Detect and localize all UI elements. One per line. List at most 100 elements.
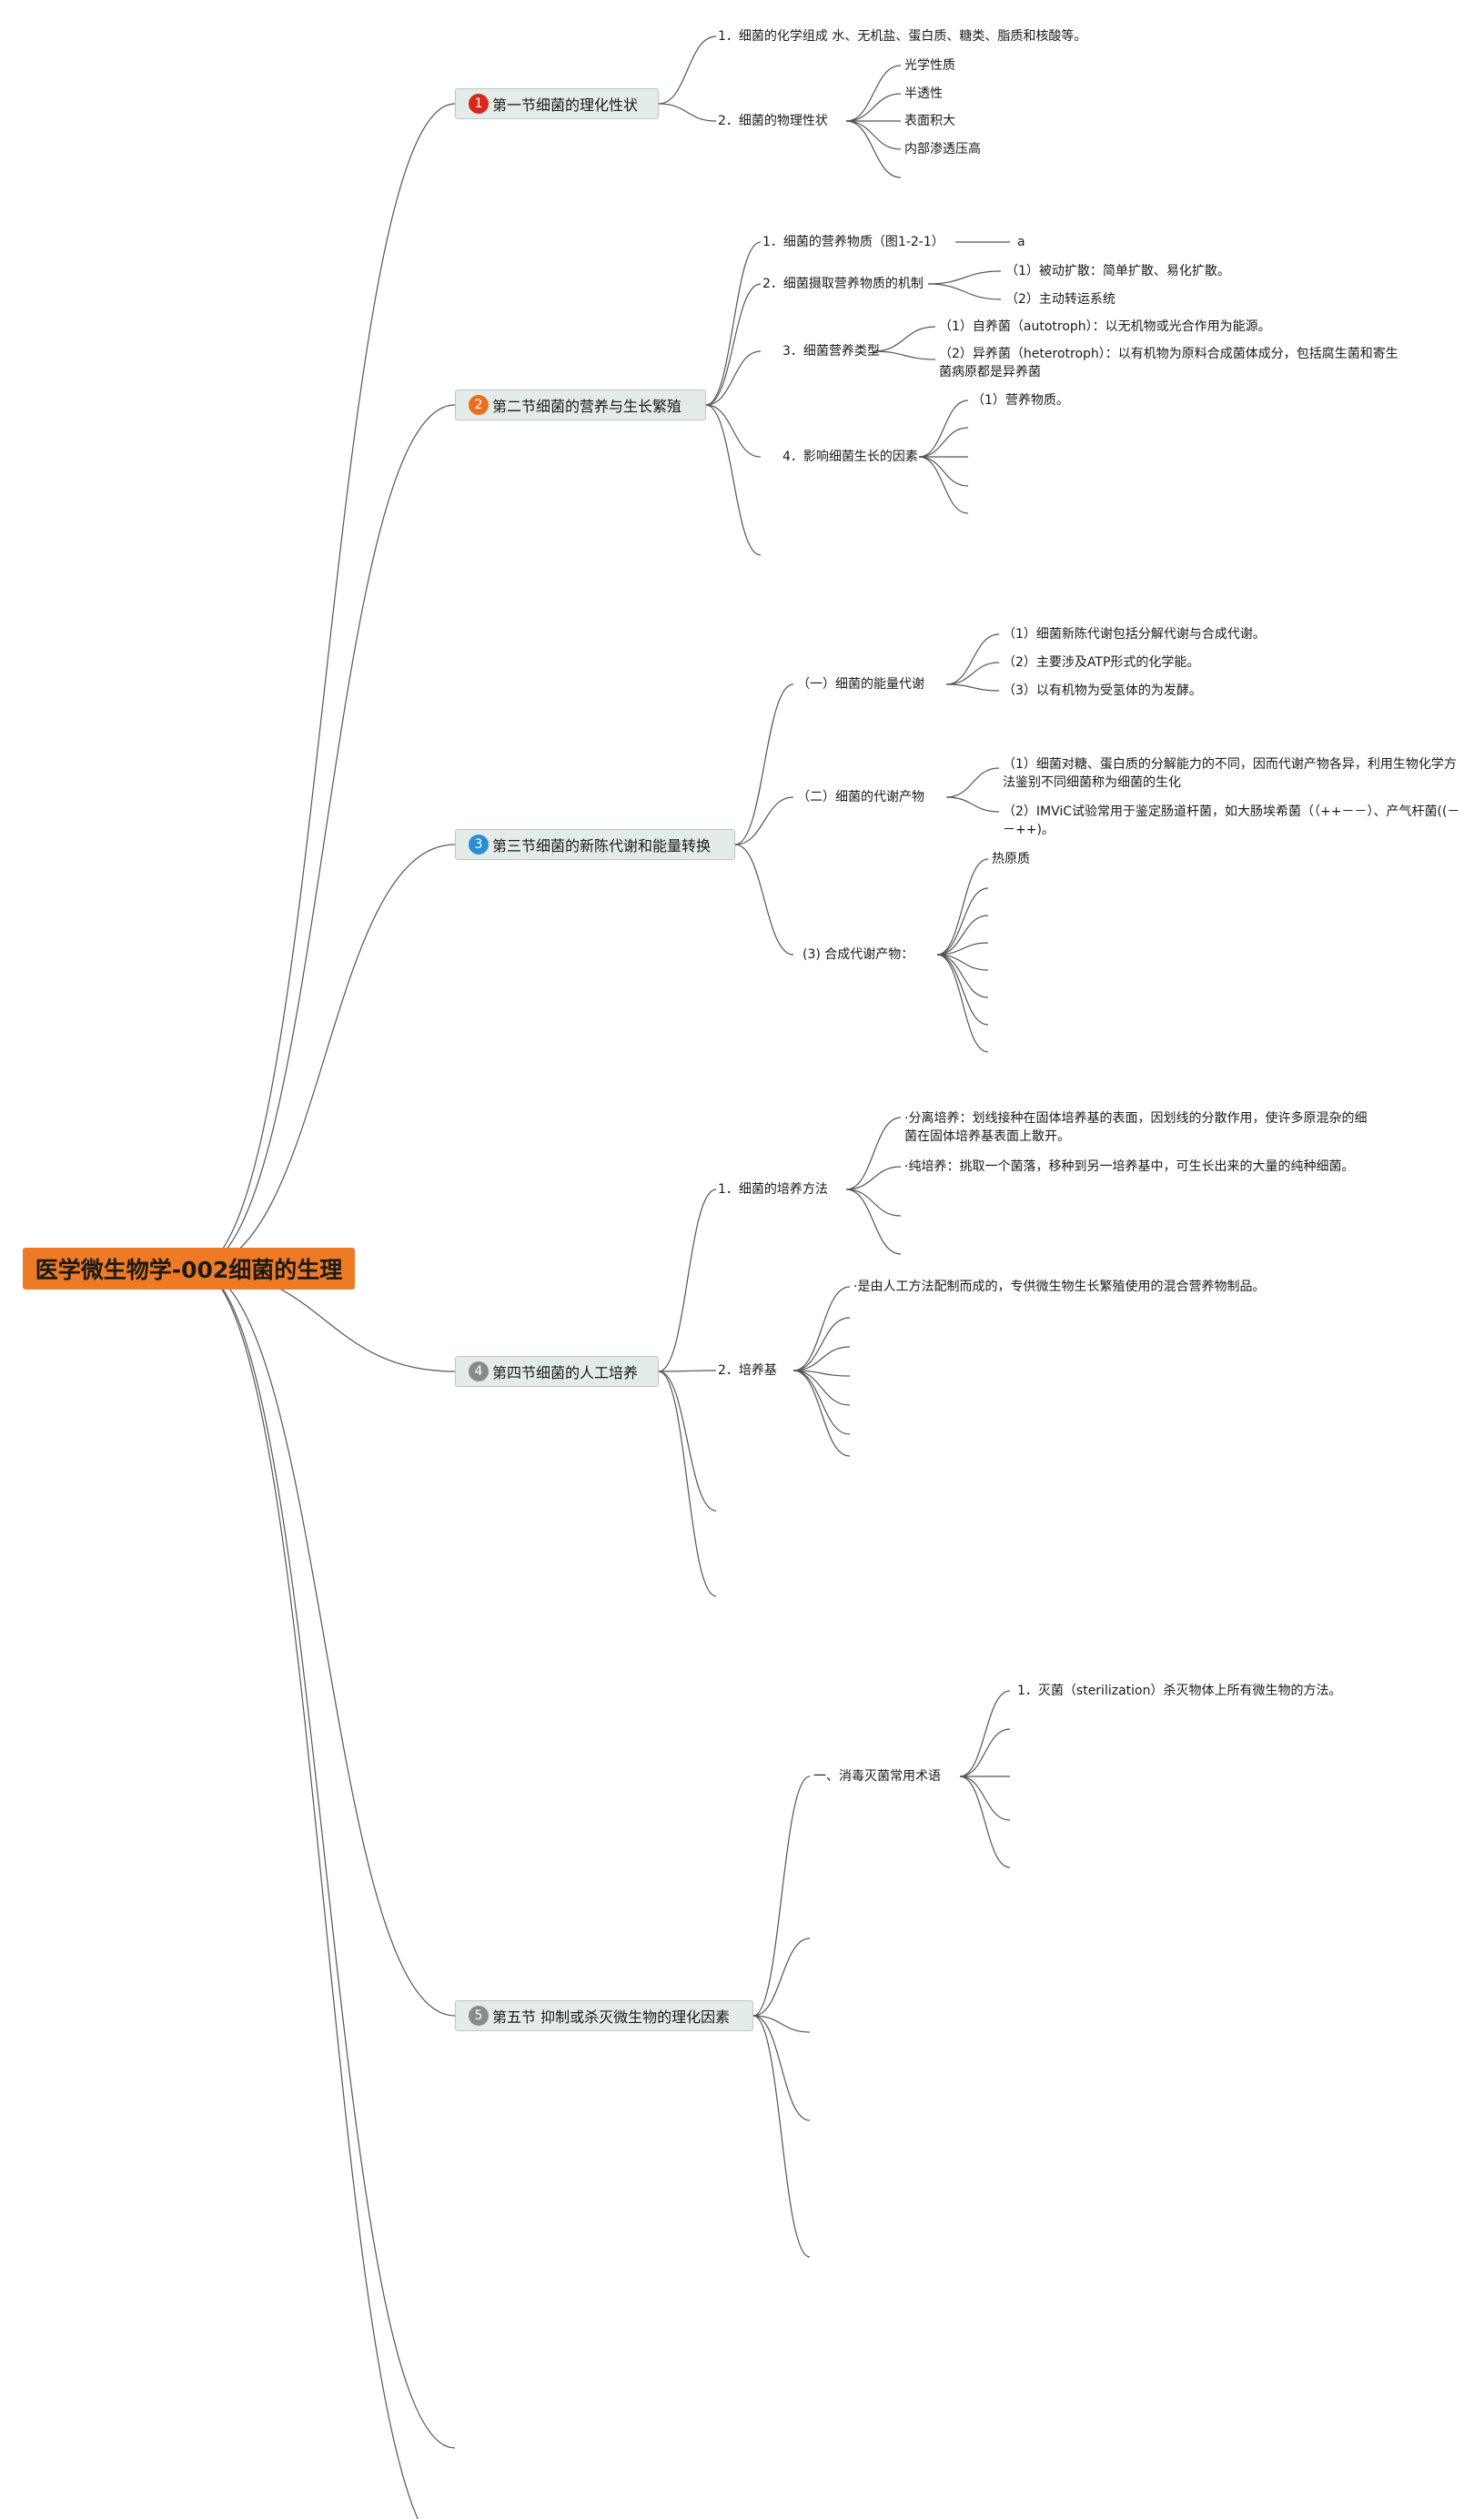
connector-line <box>752 2015 811 2121</box>
connector-line <box>705 283 762 406</box>
s4-medium-item[interactable]: ·是由人工方法配制而成的，专供微生物生长繁殖使用的混合营养物制品。 <box>853 1280 1266 1294</box>
s1-chemical-composition[interactable]: 1．细菌的化学组成 水、无机盐、蛋白质、糖类、脂质和核酸等。 <box>718 29 1087 44</box>
connector-line <box>945 796 1000 813</box>
connector-line <box>873 326 936 352</box>
connector-line <box>945 633 1000 685</box>
connector-line <box>936 954 989 1053</box>
s4-method-item[interactable]: ·分离培养：划线接种在固体培养基的表面，因划线的分散作用，使许多原混杂的细菌在固… <box>904 1111 1368 1144</box>
s3-energy-item[interactable]: （1）细菌新陈代谢包括分解代谢与合成代谢。 <box>1003 627 1266 642</box>
s4-culture-medium[interactable]: 2．培养基 <box>718 1363 777 1378</box>
connector-line <box>845 120 902 178</box>
connector-line <box>959 1775 1011 1821</box>
connector-line <box>845 65 902 122</box>
s1-phys-item[interactable]: 光学性质 <box>904 58 955 73</box>
connector-line <box>705 350 762 406</box>
s3-product-item[interactable]: （1）细菌对糖、蛋白质的分解能力的不同，因而代谢产物各异，利用生物化学方法鉴别不… <box>1003 757 1457 790</box>
connector-line <box>945 683 1000 692</box>
section-title: 第四节细菌的人工培养 <box>492 1364 639 1381</box>
connector-line <box>845 1189 902 1255</box>
s3-synthesis-products[interactable]: (3) 合成代谢产物： <box>803 947 914 962</box>
s2-nutrition-types[interactable]: 3．细菌营养类型 <box>782 344 880 359</box>
connector-line <box>918 427 969 458</box>
s1-phys-item[interactable]: 内部渗透压高 <box>904 142 981 157</box>
connector-line <box>845 93 902 122</box>
section-3-topic[interactable]: 3 第三节细菌的新陈代谢和能量转换 <box>455 829 735 860</box>
section-title: 第一节细菌的理化性状 <box>492 96 639 114</box>
number-5-icon: 5 <box>469 2006 489 2026</box>
s3-product-item[interactable]: （2）IMViC试验常用于鉴定肠道杆菌，如大肠埃希菌（（++－－）、产气杆菌((… <box>1003 804 1460 837</box>
connector-line <box>927 283 1002 300</box>
connector-line <box>792 1370 851 1457</box>
s2-mech-item[interactable]: （1）被动扩散：简单扩散、易化扩散。 <box>1005 264 1230 278</box>
s2-nutrients[interactable]: 1．细菌的营养物质（图1-2-1） <box>762 235 944 249</box>
connector-line <box>927 270 1002 285</box>
connector-line <box>194 1268 419 2519</box>
section-2-topic[interactable]: 2 第二节细菌的营养与生长繁殖 <box>455 389 706 420</box>
connector-line <box>792 1317 851 1371</box>
connector-line <box>194 1268 456 2449</box>
s4-method-item[interactable]: ·纯培养：挑取一个菌落，移种到另一培养基中，可生长出来的大量的纯种细菌。 <box>904 1159 1355 1174</box>
connector-line <box>658 1189 717 1372</box>
connector-line <box>959 1728 1011 1777</box>
connector-line <box>936 954 989 1026</box>
s2-mech-item[interactable]: （2）主动转运系统 <box>1005 292 1116 307</box>
s2-factor-item[interactable]: （1）营养物质。 <box>972 393 1069 408</box>
s1-physical-properties[interactable]: 2．细菌的物理性状 <box>718 114 828 128</box>
s5-term-item[interactable]: 1．灭菌（sterilization）杀灭物体上所有微生物的方法。 <box>1017 1684 1342 1698</box>
number-3-icon: 3 <box>469 835 489 855</box>
section-title: 第三节细菌的新陈代谢和能量转换 <box>492 837 712 855</box>
s2-type-item[interactable]: （1）自养菌（autotroph）：以无机物或光合作用为能源。 <box>939 319 1271 334</box>
connector-line <box>194 103 456 1270</box>
connector-line <box>792 1370 851 1406</box>
connector-line <box>918 456 969 514</box>
s3-energy-metabolism[interactable]: （一）细菌的能量代谢 <box>797 677 924 692</box>
section-5-topic[interactable]: 5 第五节 抑制或杀灭微生物的理化因素 <box>455 2000 753 2031</box>
section-title: 第二节细菌的营养与生长繁殖 <box>492 398 682 415</box>
connector-line <box>705 404 762 458</box>
s1-phys-item[interactable]: 表面积大 <box>904 114 955 128</box>
connector-line <box>658 35 717 105</box>
connector-line <box>194 404 456 1270</box>
section-4-topic[interactable]: 4 第四节细菌的人工培养 <box>455 1356 659 1387</box>
connector-line <box>734 683 794 845</box>
s5-disinfection-terms[interactable]: 一、消毒灭菌常用术语 <box>813 1769 941 1784</box>
s2-type-item[interactable]: （2）异养菌（heterotroph）：以有机物为原料合成菌体成分，包括腐生菌和… <box>939 347 1398 379</box>
connector-line <box>792 1346 851 1371</box>
connector-line <box>752 2015 811 2258</box>
connector-line <box>918 456 969 487</box>
connector-line <box>734 844 794 956</box>
connector-line <box>752 1775 811 2017</box>
number-2-icon: 2 <box>469 395 489 415</box>
s4-culture-methods[interactable]: 1．细菌的培养方法 <box>718 1182 828 1197</box>
connector-line <box>845 1166 902 1190</box>
s2-uptake-mechanism[interactable]: 2．细菌摄取营养物质的机制 <box>762 277 924 291</box>
connector-line <box>945 662 1000 685</box>
connector-line <box>705 241 762 406</box>
connector-line <box>936 887 989 956</box>
s3-energy-item[interactable]: （2）主要涉及ATP形式的化学能。 <box>1003 655 1200 670</box>
connector-line <box>734 796 794 845</box>
s2-growth-factors[interactable]: 4．影响细菌生长的因素 <box>782 450 918 464</box>
s3-synth-item[interactable]: 热原质 <box>992 852 1030 866</box>
connector-line <box>945 767 1000 798</box>
connector-line <box>845 120 902 150</box>
connector-line <box>658 103 717 122</box>
s1-phys-item[interactable]: 半透性 <box>904 86 943 101</box>
number-1-icon: 1 <box>469 94 489 114</box>
connector-line <box>658 1371 717 1597</box>
s2-nutrients-child[interactable]: a <box>1017 235 1025 249</box>
section-1-topic[interactable]: 1 第一节细菌的理化性状 <box>455 88 659 119</box>
s3-energy-item[interactable]: （3）以有机物为受氢体的为发酵。 <box>1003 683 1202 698</box>
connector-line <box>936 954 989 971</box>
root-topic[interactable]: 医学微生物学-002细菌的生理 <box>23 1248 355 1290</box>
connector-line <box>936 858 989 956</box>
number-4-icon: 4 <box>469 1361 489 1381</box>
connector-line <box>873 350 936 360</box>
connector-line <box>936 915 989 956</box>
connector-line <box>752 1937 811 2017</box>
connector-line <box>752 2015 811 2033</box>
section-title: 第五节 抑制或杀灭微生物的理化因素 <box>492 2008 731 2026</box>
s3-metabolic-products[interactable]: （二）细菌的代谢产物 <box>797 790 924 804</box>
connector-line <box>194 1268 456 2017</box>
